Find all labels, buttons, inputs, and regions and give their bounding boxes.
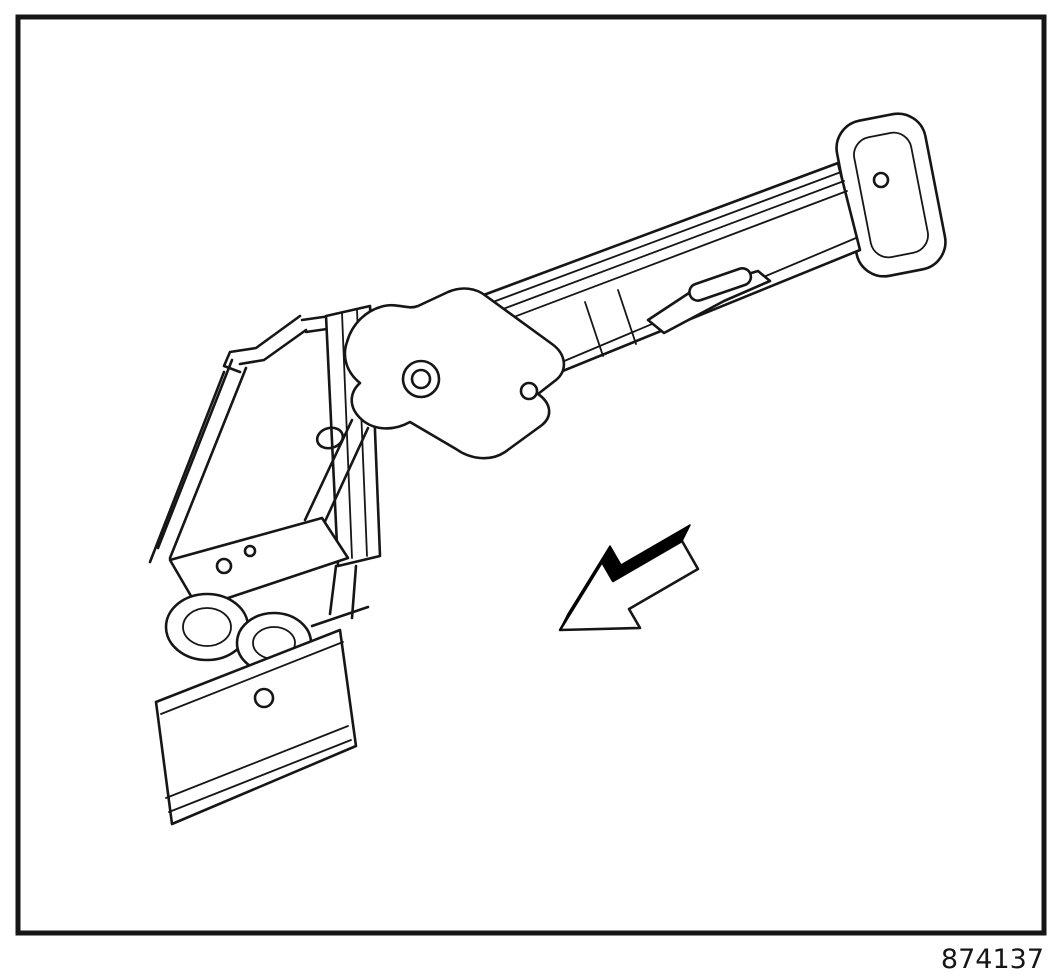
direction-arrow-icon <box>558 524 700 632</box>
bushing-cylinder <box>164 592 250 662</box>
plate-hole <box>243 544 257 558</box>
figure-number: 874137 <box>941 944 1044 975</box>
pivot-hole-outer <box>401 359 441 399</box>
lower-rail <box>154 628 358 826</box>
flange-hole <box>872 171 890 189</box>
rail-hole <box>253 687 275 709</box>
mount-plate <box>168 516 350 610</box>
plate-hole <box>215 557 233 575</box>
lower-bracket-assembly <box>154 418 370 826</box>
pivot-hole-inner <box>410 368 432 390</box>
figure-border <box>15 14 1047 936</box>
frame-hole <box>315 426 345 450</box>
pivot-bracket <box>343 287 566 460</box>
beam-slot <box>688 267 753 302</box>
bracket-hole <box>519 381 539 401</box>
